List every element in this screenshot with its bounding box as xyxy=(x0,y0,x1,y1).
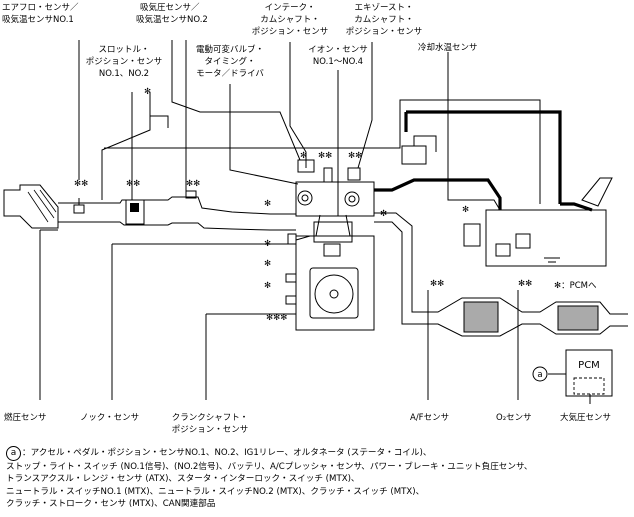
svg-text:ポジション・センサ: ポジション・センサ xyxy=(346,27,423,37)
label-coolant-temp-sensor: 冷却水温センサ xyxy=(418,42,478,53)
label-ion-sensor: イオン・センサ NO.1～NO.4 xyxy=(308,45,368,67)
svg-text:インテーク・: インテーク・ xyxy=(265,3,316,13)
map-sensor xyxy=(185,190,197,199)
svg-text:イオン・センサ: イオン・センサ xyxy=(308,45,368,55)
svg-text:✻: ✻ xyxy=(264,259,271,269)
svg-text:✻✻: ✻✻ xyxy=(518,279,532,289)
label-o2-sensor: O₂センサ xyxy=(496,413,532,423)
svg-text:✻: ✻ xyxy=(264,239,271,249)
label-map-sensor: 吸気圧センサ／ 吸気温センサNO.2 xyxy=(136,2,208,25)
svg-text:ポジション・センサ: ポジション・センサ xyxy=(252,27,329,37)
throttle-body xyxy=(125,199,145,225)
label-knock-sensor: ノック・センサ xyxy=(80,413,139,423)
svg-text:✻: ✻ xyxy=(462,205,469,215)
svg-text:✻: ✻ xyxy=(144,87,151,97)
svg-text:✻: ✻ xyxy=(380,209,387,219)
label-throttle-position-sensor: スロットル・ ポジション・センサ NO.1、NO.2 xyxy=(86,45,163,79)
svg-text:ポジション・センサ: ポジション・センサ xyxy=(172,425,249,435)
svg-text:✻✻✻: ✻✻✻ xyxy=(266,313,287,323)
pcm-markers: ✻✻ ✻✻ ✻✻ ✻ ✻ ✻✻ ✻✻ ✻ ✻ ✻ ✻ ✻✻✻ ✻ ✻ ✻✻ ✻✻ xyxy=(74,87,532,323)
label-callout-a: a xyxy=(537,370,542,380)
svg-text:✻✻: ✻✻ xyxy=(74,179,88,189)
exhaust-pipe xyxy=(374,212,628,337)
callout-a-marker: a xyxy=(6,446,21,461)
svg-text:✻: ✻ xyxy=(264,199,271,209)
vacuum-hose xyxy=(101,92,541,204)
engine-head xyxy=(295,159,375,237)
label-vvt-motor: 電動可変バルブ・ タイミング・ モータ／ドライバ xyxy=(196,44,264,79)
label-airflow-sensor: エアフロ・センサ／ 吸気温センサNO.1 xyxy=(2,3,79,25)
svg-text:エキゾースト・: エキゾースト・ xyxy=(354,3,413,13)
footnote: a：アクセル・ペダル・ポジション・センサNO.1、NO.2、IG1リレー、オルタ… xyxy=(6,446,630,511)
catalytic-converter-2 xyxy=(557,305,599,331)
svg-text:スロットル・: スロットル・ xyxy=(98,45,149,55)
label-crankshaft-sensor: クランクシャフト・ ポジション・センサ xyxy=(172,413,249,435)
airflow-sensor xyxy=(73,198,85,214)
svg-text:エアフロ・センサ／: エアフロ・センサ／ xyxy=(2,3,79,13)
label-af-sensor: A/Fセンサ xyxy=(410,413,449,423)
catalytic-converter-1 xyxy=(463,301,499,333)
sensor-harness xyxy=(39,40,519,400)
coolant-hose xyxy=(374,178,502,210)
radiator-tank xyxy=(404,110,613,267)
label-baro-sensor: 大気圧センサ xyxy=(560,412,611,423)
svg-text:吸気圧センサ／: 吸気圧センサ／ xyxy=(140,2,200,13)
label-exhaust-cam-sensor: エキゾースト・ カムシャフト・ ポジション・センサ xyxy=(346,3,423,37)
svg-text:カムシャフト・: カムシャフト・ xyxy=(354,15,414,25)
pcm-unit xyxy=(548,349,613,404)
svg-text:吸気温センサNO.1: 吸気温センサNO.1 xyxy=(2,14,74,25)
footnote-text: ：アクセル・ペダル・ポジション・センサNO.1、NO.2、IG1リレー、オルタネ… xyxy=(6,448,533,510)
svg-text:NO.1～NO.4: NO.1～NO.4 xyxy=(313,57,363,67)
intake-duct xyxy=(58,196,296,231)
svg-text:✻✻: ✻✻ xyxy=(430,279,444,289)
label-pcm-note: ✻：PCMへ xyxy=(554,281,597,291)
svg-text:✻: ✻ xyxy=(264,281,271,291)
svg-text:クランクシャフト・: クランクシャフト・ xyxy=(172,413,249,423)
svg-text:✻✻: ✻✻ xyxy=(348,151,362,161)
svg-text:✻✻: ✻✻ xyxy=(126,179,140,189)
svg-text:カムシャフト・: カムシャフト・ xyxy=(260,15,320,25)
svg-text:電動可変バルブ・: 電動可変バルブ・ xyxy=(196,44,264,55)
svg-text:ポジション・センサ: ポジション・センサ xyxy=(86,57,163,67)
svg-text:NO.1、NO.2: NO.1、NO.2 xyxy=(99,69,149,79)
air-cleaner xyxy=(3,184,59,229)
svg-text:モータ／ドライバ: モータ／ドライバ xyxy=(196,69,264,79)
engine-block xyxy=(285,221,375,331)
label-fuel-pressure-sensor: 燃圧センサ xyxy=(4,412,47,423)
svg-text:タイミング・: タイミング・ xyxy=(204,56,255,67)
label-intake-cam-sensor: インテーク・ カムシャフト・ ポジション・センサ xyxy=(252,3,329,37)
engine-control-system-diagram: エアフロ・センサ／ 吸気温センサNO.1 吸気圧センサ／ 吸気温センサNO.2 … xyxy=(2,2,628,435)
svg-text:✻✻: ✻✻ xyxy=(186,179,200,189)
svg-text:✻✻: ✻✻ xyxy=(318,151,332,161)
callout-a-diagram xyxy=(532,366,548,382)
svg-text:吸気温センサNO.2: 吸気温センサNO.2 xyxy=(136,14,208,25)
reservoir xyxy=(401,135,437,165)
svg-text:✻: ✻ xyxy=(300,151,307,161)
label-pcm: PCM xyxy=(578,360,600,371)
